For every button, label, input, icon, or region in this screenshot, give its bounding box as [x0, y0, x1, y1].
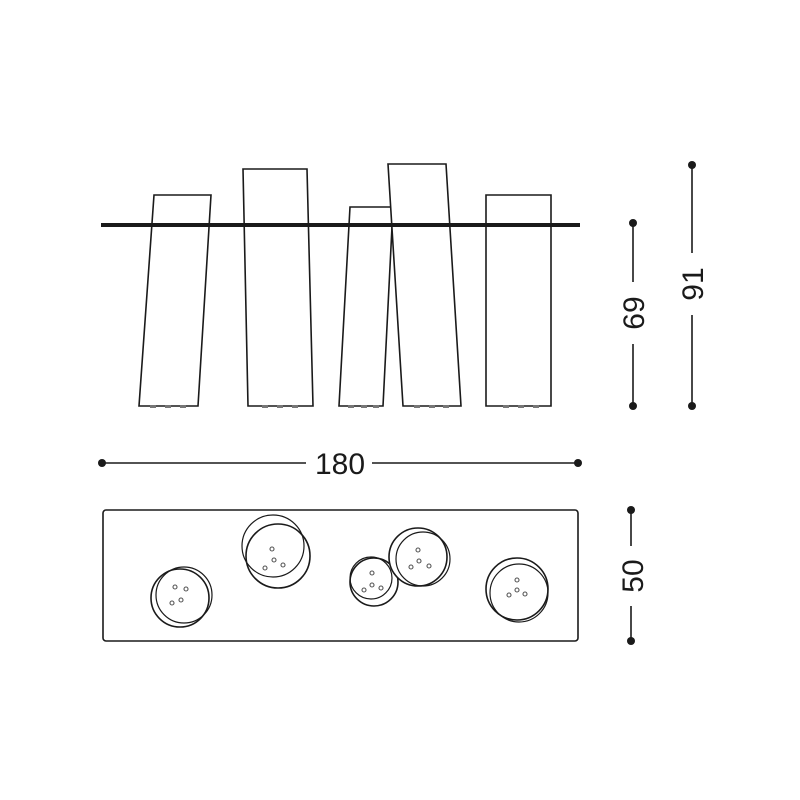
leg-base-4	[388, 527, 451, 587]
depth-dimension: 50	[617, 506, 650, 645]
leg-3	[338, 206, 394, 408]
leg-1	[138, 194, 212, 408]
front-elevation-view	[101, 163, 580, 408]
leg-base-3	[349, 556, 399, 607]
width-label: 180	[315, 448, 365, 481]
plan-view	[102, 509, 579, 642]
overall-height-dimension: 91	[677, 161, 710, 410]
leg-2	[242, 168, 314, 408]
leg-5	[485, 194, 552, 408]
glass-top-plan	[102, 509, 579, 642]
overall-height-label: 91	[677, 267, 710, 300]
width-dimension: 180	[98, 448, 582, 481]
depth-label: 50	[617, 559, 650, 592]
table-height-dimension: 69	[618, 219, 651, 410]
leg-4	[387, 163, 462, 408]
table-height-label: 69	[618, 296, 651, 329]
leg-base-2	[241, 514, 311, 589]
leg-base-1	[150, 566, 213, 628]
leg-base-5	[485, 557, 549, 623]
